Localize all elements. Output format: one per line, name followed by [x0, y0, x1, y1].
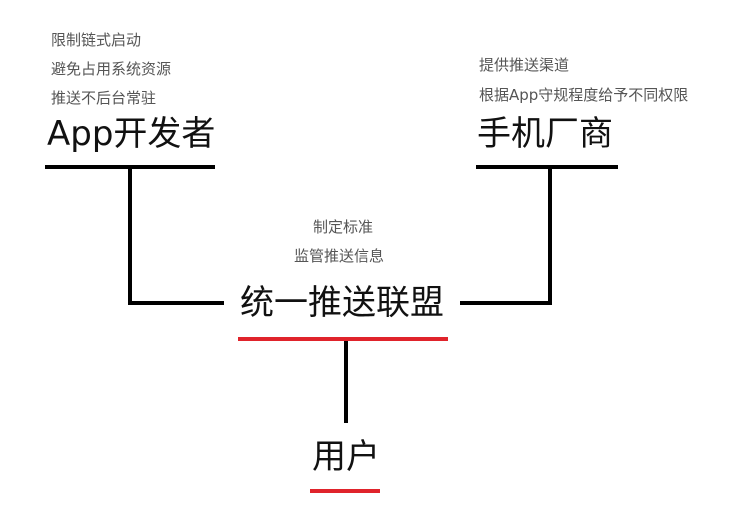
developer-underline [45, 165, 215, 169]
vendor-note-1: 提供推送渠道 [479, 56, 570, 74]
alliance-note-2: 监管推送信息 [294, 247, 385, 265]
alliance-note-1: 制定标准 [313, 218, 374, 236]
developer-note-3: 推送不后台常驻 [51, 89, 157, 107]
vendor-underline [476, 165, 618, 169]
connector-alliance-user [344, 341, 348, 423]
vendor-note-2: 根据App守规程度给予不同权限 [479, 86, 689, 104]
connector-vendor-horizontal [460, 301, 552, 305]
connector-vendor-vertical [548, 169, 552, 305]
developer-note-2: 避免占用系统资源 [51, 60, 172, 78]
user-title: 用户 [312, 437, 380, 477]
developer-note-1: 限制链式启动 [51, 31, 142, 49]
developer-title: App开发者 [47, 114, 216, 154]
alliance-title: 统一推送联盟 [240, 283, 444, 323]
vendor-title: 手机厂商 [477, 114, 613, 154]
alliance-underline [238, 337, 448, 341]
user-underline [310, 489, 380, 493]
connector-developer-vertical [128, 169, 132, 305]
connector-developer-horizontal [128, 301, 224, 305]
